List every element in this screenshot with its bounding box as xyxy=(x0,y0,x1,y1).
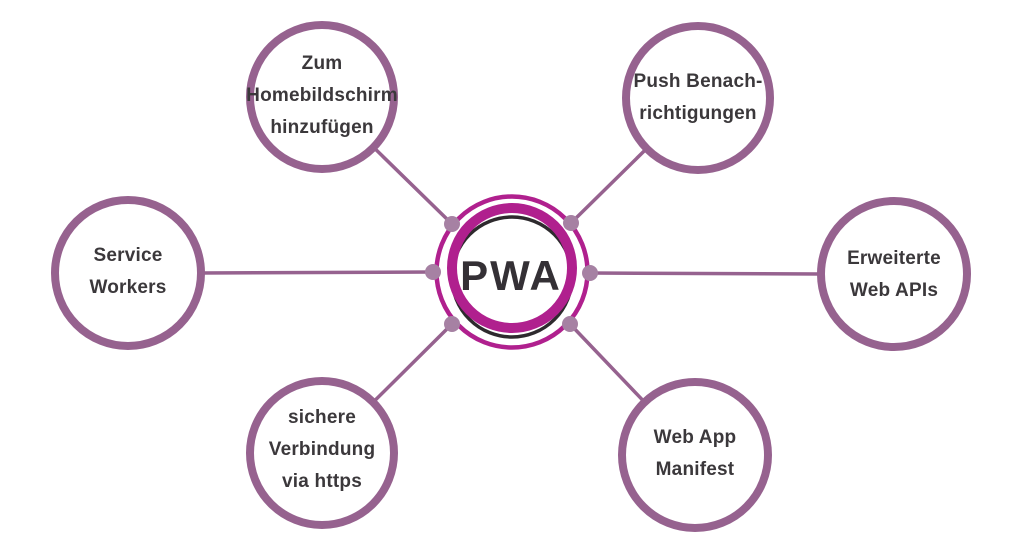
connector-dot-web-app-manifest xyxy=(562,316,578,332)
connector-dot-secure-https xyxy=(444,316,460,332)
node-circle-web-app-manifest xyxy=(618,378,772,532)
node-circle-secure-https xyxy=(246,377,398,529)
node-label-line: Erweiterte xyxy=(847,248,941,269)
center-label: PWA xyxy=(460,252,562,299)
node-label-line: Homebildschirm xyxy=(246,85,398,106)
node-circle-web-apis xyxy=(817,197,971,351)
connector-dot-web-apis xyxy=(582,265,598,281)
node-label-line: Push Benach- xyxy=(633,71,763,92)
center-main-ring xyxy=(447,203,577,333)
node-label-line: Web App xyxy=(653,427,737,448)
node-label-line: Manifest xyxy=(655,459,735,480)
node-label-push-notifications: Push Benach- richtigungen xyxy=(613,66,783,130)
node-label-line: richtigungen xyxy=(639,103,757,124)
connector-add-to-homescreen xyxy=(371,145,454,226)
node-label-service-workers: Service Workers xyxy=(43,240,213,304)
node-label-web-apis: Erweiterte Web APIs xyxy=(809,243,979,307)
node-label-line: Web APIs xyxy=(849,280,939,301)
connector-dot-push-notifications xyxy=(563,215,579,231)
node-label-line: Workers xyxy=(89,277,167,298)
node-label-line: Service xyxy=(93,245,163,266)
connector-web-apis xyxy=(588,271,823,276)
node-label-web-app-manifest: Web App Manifest xyxy=(610,422,780,486)
node-circle-push-notifications xyxy=(622,22,774,174)
connector-service-workers xyxy=(199,270,435,275)
node-label-secure-https: sichere Verbindung via https xyxy=(237,402,407,498)
node-label-line: hinzufügen xyxy=(270,117,374,138)
connector-push-notifications xyxy=(569,146,649,225)
node-label-line: via https xyxy=(282,471,362,492)
connector-dot-add-to-homescreen xyxy=(444,216,460,232)
connector-dot-service-workers xyxy=(425,264,441,280)
node-circle-service-workers xyxy=(51,196,205,350)
connector-web-app-manifest xyxy=(568,322,647,404)
node-label-line: sichere xyxy=(288,407,356,428)
node-label-line: Zum xyxy=(301,53,343,74)
node-circle-add-to-homescreen xyxy=(246,21,398,173)
node-label-add-to-homescreen: Zum Homebildschirm hinzufügen xyxy=(237,48,407,144)
connector-secure-https xyxy=(371,322,454,405)
node-label-line: Verbindung xyxy=(268,439,376,460)
